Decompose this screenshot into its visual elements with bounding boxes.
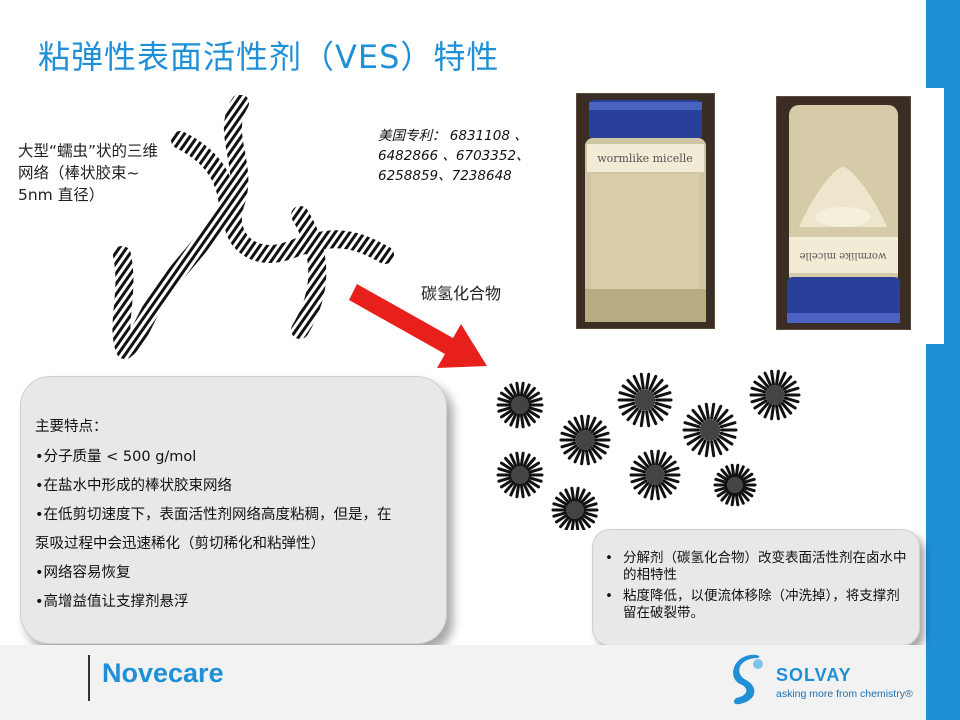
page-title: 粘弹性表面活性剂（VES）特性	[38, 32, 499, 78]
main-features-box: 主要特点： •分子质量 < 500 g/mol •在盐水中形成的棒状胶束网络 •…	[20, 376, 447, 644]
wormlike-network-label: 大型“蠕虫”状的三维 网络（棒状胶束~ 5nm 直径）	[18, 140, 193, 206]
vial-2-label: wormlike micelle	[799, 250, 886, 261]
note-text: 粘度降低，以便流体移除（冲洗掉），将支撑剂留在破裂带。	[623, 588, 900, 621]
micelle	[751, 371, 799, 419]
micelle	[498, 453, 542, 497]
novecare-brand: Novecare	[102, 658, 224, 689]
features-heading: 主要特点：	[35, 415, 108, 436]
notes-list: • 分解剂（碳氢化合物）改变表面活性剂在卤水中的相特性 • 粘度降低，以便流体移除（…	[603, 550, 911, 626]
note-text: 分解剂（碳氢化合物）改变表面活性剂在卤水中的相特性	[623, 550, 907, 583]
feature-item: •在盐水中形成的棒状胶束网络	[35, 472, 435, 501]
solvay-tagline: asking more from chemistry®	[776, 688, 913, 700]
bullet-icon: •	[605, 550, 613, 567]
feature-item: •网络容易恢复	[35, 559, 435, 588]
footer-divider	[88, 655, 90, 701]
feature-item: •高增益值让支撑剂悬浮	[35, 588, 435, 617]
bullet-icon: •	[605, 588, 613, 605]
feature-item: •在低剪切速度下，表面活性剂网络高度粘稠，但是，在	[35, 501, 435, 530]
micelle	[498, 383, 542, 427]
breaker-notes-box: • 分解剂（碳氢化合物）改变表面活性剂在卤水中的相特性 • 粘度降低，以便流体移除（…	[592, 529, 920, 646]
spherical-micelles-drawing	[480, 360, 810, 530]
feature-item: •分子质量 < 500 g/mol	[35, 443, 435, 472]
micelle	[684, 404, 736, 455]
vial-photo-after: wormlike micelle	[776, 96, 911, 330]
note-item: • 粘度降低，以便流体移除（冲洗掉），将支撑剂留在破裂带。	[603, 588, 911, 622]
red-diagonal-arrow-icon	[345, 280, 495, 375]
micelle	[553, 488, 597, 530]
solvay-wordmark: SOLVAY	[776, 665, 852, 686]
note-item: • 分解剂（碳氢化合物）改变表面活性剂在卤水中的相特性	[603, 550, 911, 584]
right-strip-gap	[926, 88, 944, 344]
feature-item: 泵吸过程中会迅速稀化（剪切稀化和粘弹性）	[35, 530, 435, 559]
solvay-s-logo-icon	[728, 652, 772, 710]
vial-photo-before: wormlike micelle	[576, 93, 715, 329]
micelle	[631, 451, 679, 499]
patent-numbers: 美国专利： 6831108 、6482866 、6703352、6258859、…	[378, 126, 568, 186]
micelle	[561, 416, 609, 464]
vial-1-label: wormlike micelle	[597, 152, 693, 165]
micelle	[619, 374, 671, 425]
features-list: •分子质量 < 500 g/mol •在盐水中形成的棒状胶束网络 •在低剪切速度…	[35, 443, 435, 617]
micelle	[715, 465, 755, 505]
